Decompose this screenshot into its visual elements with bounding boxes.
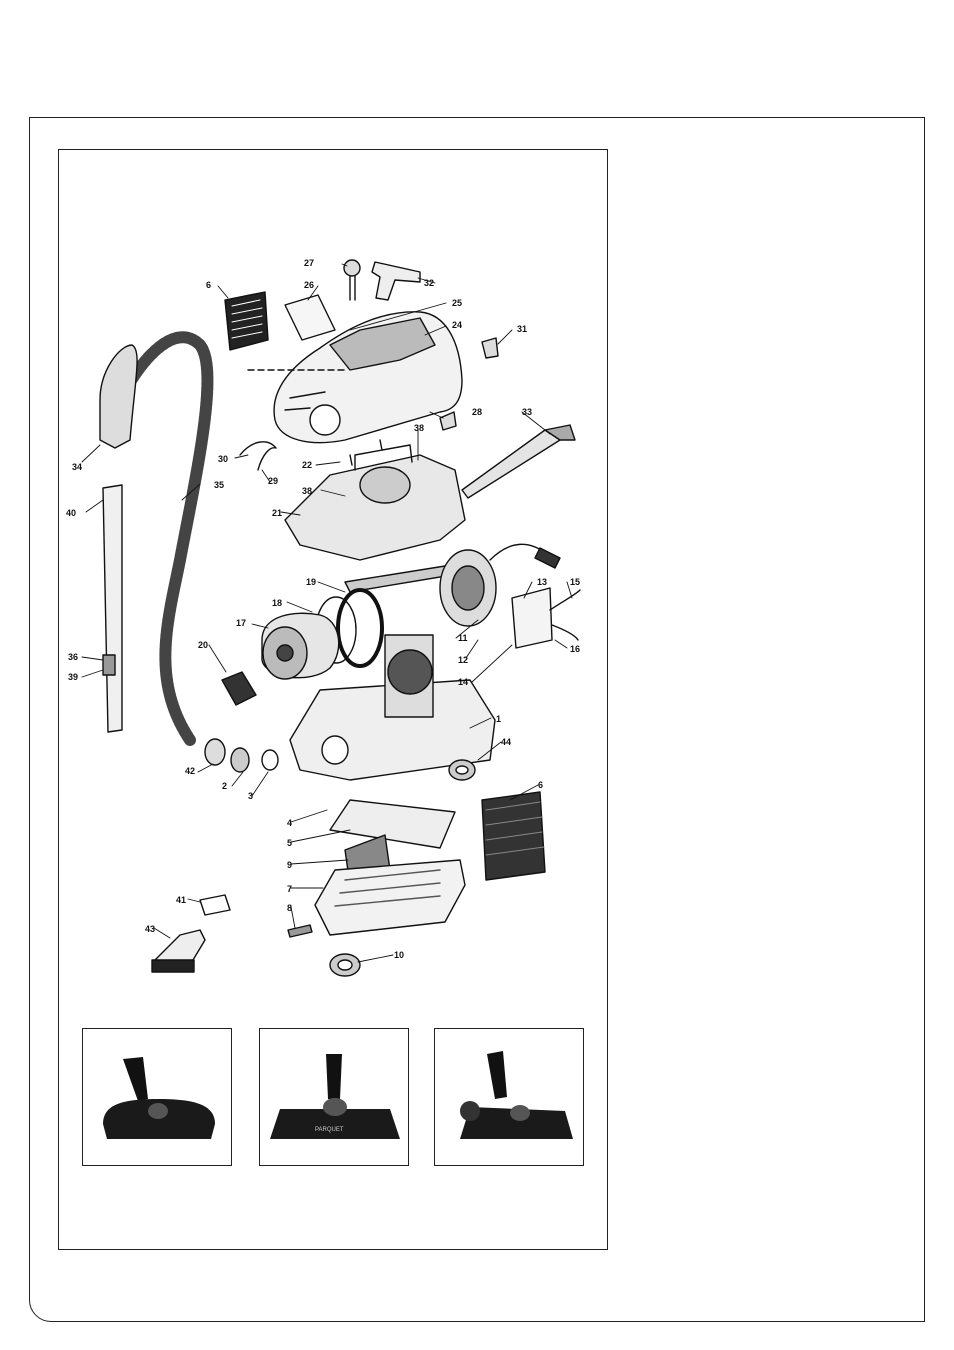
- motor-filter-part: [222, 672, 256, 705]
- part-number-label: 3: [248, 791, 253, 801]
- dusting-brush-part: [152, 930, 205, 972]
- turbo-brush-photo: [82, 1028, 232, 1166]
- part-number-label: 1: [496, 714, 501, 724]
- parquet-label: PARQUET: [315, 1127, 344, 1133]
- part-number-label: 36: [68, 652, 78, 662]
- part-number-label: 2: [222, 781, 227, 791]
- part-number-label: 39: [68, 672, 78, 682]
- spring-part: [288, 925, 312, 937]
- part-number-label: 14: [458, 677, 468, 687]
- seal-ring-part: [338, 590, 382, 666]
- part-number-label: 10: [394, 950, 404, 960]
- part-number-label: 35: [214, 480, 224, 490]
- part-number-label: 33: [522, 407, 532, 417]
- combination-floor-nozzle-photo: [434, 1028, 584, 1166]
- part-number-label: 40: [66, 508, 76, 518]
- motor-part: [262, 613, 339, 679]
- part-number-label: 6: [538, 780, 543, 790]
- lid-part: [285, 295, 335, 340]
- part-number-label: 6: [206, 280, 211, 290]
- motor-housing-part: [285, 440, 470, 592]
- hepa-filter-bottom-part: [482, 792, 545, 880]
- part-number-label: 42: [185, 766, 195, 776]
- front-wheel-part: [330, 954, 360, 976]
- handle-key-part: [372, 262, 420, 300]
- part-number-label: 28: [472, 407, 482, 417]
- part-number-label: 4: [287, 818, 292, 828]
- part-number-label: 9: [287, 860, 292, 870]
- part-number-label: 27: [304, 258, 314, 268]
- part-number-label: 20: [198, 640, 208, 650]
- latch-part: [440, 412, 456, 430]
- part-number-label: 29: [268, 476, 278, 486]
- hose-handle-part: [100, 345, 137, 448]
- part-number-label: 16: [570, 644, 580, 654]
- part-number-label: 31: [517, 324, 527, 334]
- wire-part: [550, 590, 580, 640]
- part-number-label: 11: [458, 633, 468, 643]
- telescopic-wand-part: [103, 485, 122, 732]
- part-number-label: 34: [72, 462, 82, 472]
- part-number-label: 32: [424, 278, 434, 288]
- adapter-part: [231, 748, 249, 772]
- crevice-tool-part: [462, 425, 575, 498]
- dust-container-part: [315, 860, 465, 935]
- part-number-label: 12: [458, 655, 468, 665]
- part-number-label: 38: [302, 486, 312, 496]
- part-number-label: 22: [302, 460, 312, 470]
- hose-connector-part: [205, 739, 225, 765]
- part-number-label: 43: [145, 924, 155, 934]
- parquet-floor-nozzle-photo: PARQUET: [259, 1028, 409, 1166]
- clip-part: [482, 338, 498, 358]
- caster-wheel-part: [449, 760, 475, 780]
- part-number-label: 24: [452, 320, 462, 330]
- part-number-label: 17: [236, 618, 246, 628]
- part-number-label: 18: [272, 598, 282, 608]
- part-number-label: 8: [287, 903, 292, 913]
- circuit-board-part: [512, 588, 552, 648]
- tool-clip-part: [200, 895, 230, 915]
- part-number-label: 5: [287, 838, 292, 848]
- part-number-label: 38: [414, 423, 424, 433]
- part-number-label: 19: [306, 577, 316, 587]
- o-ring-part: [262, 750, 278, 770]
- part-number-label: 25: [452, 298, 462, 308]
- part-number-label: 21: [272, 508, 282, 518]
- part-number-label: 26: [304, 280, 314, 290]
- part-number-label: 44: [501, 737, 511, 747]
- part-number-label: 13: [537, 577, 547, 587]
- part-number-label: 41: [176, 895, 186, 905]
- part-number-label: 30: [218, 454, 228, 464]
- part-number-label: 15: [570, 577, 580, 587]
- bag-holder-part: [330, 800, 455, 848]
- part-number-label: 7: [287, 884, 292, 894]
